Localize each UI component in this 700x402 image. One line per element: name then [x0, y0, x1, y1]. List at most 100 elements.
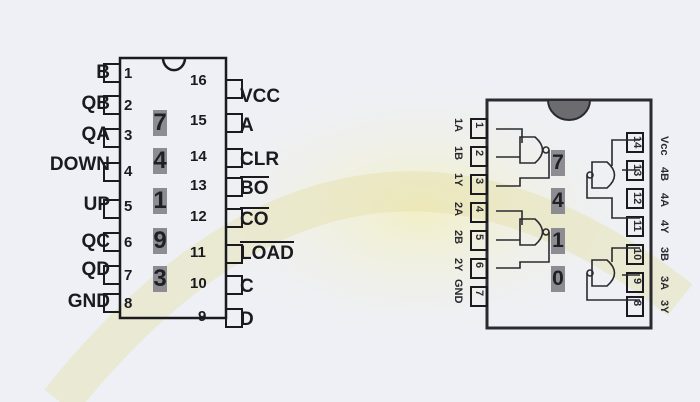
left-chip-pin-13 — [225, 177, 243, 197]
left-chip-pin-2 — [103, 95, 121, 115]
pin-number-2: 2 — [124, 97, 133, 114]
rpin-label-2y: 2Y — [452, 258, 464, 272]
right-chip-pin-7 — [470, 286, 488, 307]
left-chip-pin-3 — [103, 128, 121, 148]
rpin-number-7: 7 — [473, 290, 485, 297]
rpin-number-6: 6 — [473, 262, 485, 269]
left-chip-pin-7 — [103, 265, 121, 285]
right-chip-pin-2 — [470, 146, 488, 167]
pin-number-4: 4 — [124, 163, 133, 180]
rpin-number-3: 3 — [473, 178, 485, 185]
pin-number-13: 13 — [190, 177, 207, 194]
left-marker-4: 9 — [153, 227, 167, 254]
left-marker-1: 7 — [153, 109, 167, 136]
right-chip — [470, 98, 653, 330]
pin-number-3: 3 — [124, 127, 133, 144]
left-chip-pin-4 — [103, 162, 121, 182]
rpin-number-14: 14 — [631, 136, 643, 149]
right-marker-2: 4 — [551, 188, 565, 214]
left-chip-notch — [161, 57, 187, 72]
left-chip-pin-6 — [103, 232, 121, 252]
rpin-number-4: 4 — [473, 206, 485, 213]
left-chip-pin-8 — [103, 293, 121, 313]
right-chip-notch — [546, 99, 592, 121]
pin-number-11: 11 — [190, 244, 206, 261]
pin-label-gnd: GND — [67, 291, 110, 312]
pin-label-up: UP — [83, 194, 110, 215]
left-marker-5: 3 — [153, 265, 167, 292]
pin-label-vcc: VCC — [240, 86, 281, 107]
rpin-label-vcc: Vcc — [658, 136, 670, 156]
pin-label-qb: QB — [81, 93, 111, 114]
rpin-number-9: 9 — [631, 278, 643, 285]
rpin-number-13: 13 — [631, 164, 643, 177]
pin-label-clr: CLR — [240, 149, 280, 170]
pin-number-15: 15 — [190, 112, 207, 129]
rpin-number-12: 12 — [631, 192, 643, 205]
left-marker-2: 4 — [153, 147, 167, 174]
left-chip-pin-5 — [103, 199, 121, 219]
right-chip-pin-1 — [470, 118, 488, 139]
left-chip-pin-10 — [225, 275, 243, 295]
right-marker-4: 0 — [551, 266, 565, 292]
right-chip-gates — [496, 128, 640, 301]
rpin-label-gnd: GND — [452, 279, 464, 304]
right-chip-pin-14 — [626, 132, 644, 153]
left-chip — [103, 56, 243, 328]
pin-label-bo: BO — [240, 176, 269, 199]
right-chip-pin-9 — [626, 272, 644, 293]
pin-number-12: 12 — [190, 208, 207, 225]
pin-number-10: 10 — [190, 275, 207, 292]
pin-number-14: 14 — [190, 148, 207, 165]
pin-label-a: A — [240, 115, 254, 136]
left-chip-pin-1 — [103, 63, 121, 83]
rpin-number-11: 11 — [631, 220, 643, 232]
rpin-label-3y: 3Y — [658, 300, 670, 314]
rpin-number-10: 10 — [631, 248, 643, 261]
right-chip-pin-12 — [626, 188, 644, 209]
rpin-label-4b: 4B — [658, 167, 670, 182]
left-chip-pin-9 — [225, 308, 243, 328]
rpin-label-3b: 3B — [658, 247, 670, 262]
pin-number-6: 6 — [124, 234, 133, 251]
pin-label-co: CO — [240, 207, 269, 230]
left-chip-pin-11 — [225, 244, 243, 264]
pin-number-16: 16 — [190, 72, 207, 89]
right-chip-pin-11 — [626, 216, 644, 237]
rpin-number-1: 1 — [473, 122, 485, 129]
pin-label-down: DOWN — [49, 154, 110, 175]
left-chip-pin-15 — [225, 113, 243, 133]
rpin-number-2: 2 — [473, 150, 485, 157]
rpin-label-4y: 4Y — [658, 220, 670, 234]
pin-number-8: 8 — [124, 295, 133, 312]
pin-number-5: 5 — [124, 198, 133, 215]
rpin-label-2b: 2B — [452, 230, 464, 245]
rpin-label-4a: 4A — [658, 193, 670, 208]
pin-label-qa: QA — [81, 124, 111, 145]
pin-label-qd: QD — [81, 259, 111, 280]
pin-label-b: B — [96, 62, 110, 83]
left-chip-pin-16 — [225, 79, 243, 99]
rpin-label-1b: 1B — [452, 146, 464, 161]
right-chip-pin-3 — [470, 174, 488, 195]
left-chip-pin-12 — [225, 208, 243, 228]
pin-number-1: 1 — [124, 65, 133, 82]
pin-label-c: C — [240, 276, 254, 297]
rpin-label-3a: 3A — [658, 276, 670, 291]
rpin-number-8: 8 — [631, 300, 643, 307]
left-chip-pin-14 — [225, 148, 243, 168]
left-marker-3: 1 — [153, 187, 167, 214]
rpin-label-1a: 1A — [452, 118, 464, 133]
pin-number-9: 9 — [198, 308, 207, 325]
pin-label-d: D — [240, 309, 254, 330]
right-marker-1: 7 — [551, 150, 565, 176]
pin-number-7: 7 — [124, 267, 133, 284]
pin-label-load: LOAD — [240, 241, 294, 264]
right-chip-pin-6 — [470, 258, 488, 279]
right-chip-pin-10 — [626, 244, 644, 265]
rpin-number-5: 5 — [473, 234, 485, 241]
right-chip-pin-8 — [626, 296, 644, 317]
right-marker-3: 1 — [551, 228, 565, 254]
right-chip-pin-4 — [470, 202, 488, 223]
